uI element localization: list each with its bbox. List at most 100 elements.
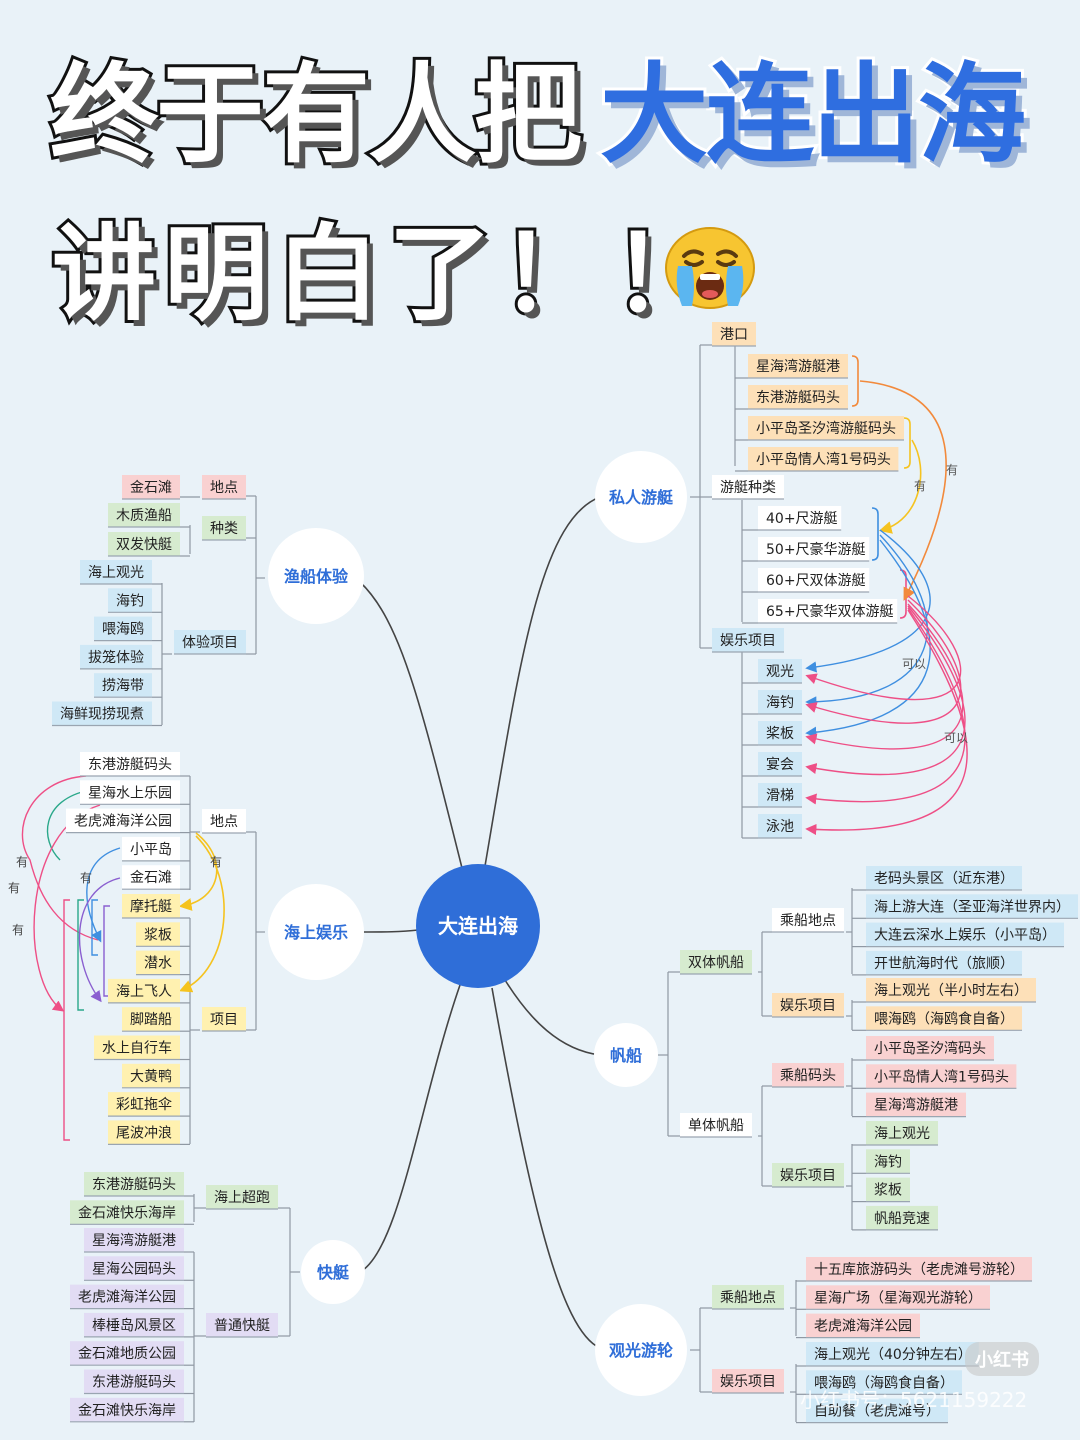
sail-mono-fun: 浆板 [866,1177,910,1203]
center-node: 大连出海 [416,864,540,988]
svg-text:娱乐项目: 娱乐项目 [780,998,836,1014]
svg-text:捞海带: 捞海带 [102,678,144,694]
fishing-item: 海钓 [108,588,152,613]
yacht-fun: 桨板 [758,721,802,746]
seafun-place: 星海水上乐园 [80,780,180,805]
svg-text:小平岛圣汐湾游艇码头: 小平岛圣汐湾游艇码头 [756,420,896,437]
seafun-arrow-label: 有 [16,855,28,869]
fishing-item: 海上观光 [80,560,152,585]
cruise-fun: 海上观光（40分钟左右） [806,1342,979,1367]
svg-text:乘船地点: 乘船地点 [780,913,836,929]
branch-speed: 快艇 [301,1240,365,1304]
svg-text:40+尺游艇: 40+尺游艇 [766,511,838,527]
yacht-port: 东港游艇码头 [748,385,848,410]
seafun-item: 摩托艇 [122,894,180,919]
svg-text:喂海鸥: 喂海鸥 [102,621,144,638]
fishing-item: 喂海鸥 [94,616,152,642]
svg-text:海上观光: 海上观光 [874,1126,930,1142]
fishing-item: 拔笼体验 [80,644,152,670]
svg-text:金石滩: 金石滩 [130,480,172,496]
svg-text:帆船竞速: 帆船竞速 [874,1210,930,1227]
fishing-item: 海鲜现捞现煮 [52,701,152,727]
svg-text:潜水: 潜水 [144,956,172,972]
seafun-item: 尾波冲浪 [108,1120,180,1146]
sail-mono-board: 小平岛圣汐湾码头 [866,1036,994,1061]
seafun-item-label: 项目 [202,1007,246,1032]
svg-text:东港游艇码头: 东港游艇码头 [92,1375,176,1391]
seafun-item: 脚踏船 [122,1007,180,1032]
svg-text:星海水上乐园: 星海水上乐园 [88,785,172,801]
svg-text:金石滩快乐海岸: 金石滩快乐海岸 [78,1403,176,1419]
cruise-board: 星海广场（星海观光游轮） [806,1285,990,1310]
branch-fishing: 渔船体验 [268,528,364,624]
seafun-place: 金石滩 [122,865,180,890]
yacht-fun: 泳池 [758,814,802,839]
svg-text:金石滩快乐海岸: 金石滩快乐海岸 [78,1205,176,1221]
yacht-type: 50+尺豪华游艇 [758,537,870,562]
sail-cat-fun-label: 娱乐项目 [772,993,844,1018]
svg-text:体验项目: 体验项目 [182,635,238,651]
svg-text:小平岛情人湾1号码头: 小平岛情人湾1号码头 [874,1068,1009,1085]
sail-mono-label: 单体帆船 [680,1113,752,1138]
svg-text:大连出海: 大连出海 [438,914,518,938]
svg-text:帆船: 帆船 [610,1046,642,1065]
seafun-item: 大黄鸭 [122,1063,180,1089]
fishing-item-label: 体验项目 [174,630,246,655]
svg-text:观光: 观光 [766,664,794,680]
svg-text:小平岛情人湾1号码头: 小平岛情人湾1号码头 [756,451,891,468]
speed-normal: 东港游艇码头 [84,1369,184,1395]
svg-text:泳池: 泳池 [766,819,794,835]
svg-text:老码头景区（近东港）: 老码头景区（近东港） [874,871,1014,887]
svg-text:拔笼体验: 拔笼体验 [88,649,144,666]
yacht-type: 60+尺双体游艇 [758,568,870,593]
svg-text:单体帆船: 单体帆船 [688,1118,744,1134]
sail-mono-fun: 海钓 [866,1149,910,1174]
svg-text:海鲜现捞现煮: 海鲜现捞现煮 [60,707,144,723]
svg-text:喂海鸥（海鸥食自备）: 喂海鸥（海鸥食自备） [874,1010,1014,1027]
speed-normal: 星海公园码头 [84,1256,184,1281]
seafun-item: 彩虹拖伞 [108,1092,180,1117]
svg-text:普通快艇: 普通快艇 [214,1318,270,1334]
svg-text:大黄鸭: 大黄鸭 [130,1068,172,1085]
svg-text:地点: 地点 [210,814,238,830]
fishing-kind: 木质渔船 [108,503,180,528]
svg-text:十五库旅游码头（老虎滩号游轮）: 十五库旅游码头（老虎滩号游轮） [814,1262,1024,1278]
sail-cat-board-label: 乘船地点 [772,908,844,933]
yacht-type: 65+尺豪华双体游艇 [758,599,898,624]
svg-text:水上自行车: 水上自行车 [102,1040,172,1057]
svg-text:地点: 地点 [210,480,238,496]
sail-cat-board: 开世航海时代（旅顺） [866,950,1022,976]
yacht-fun: 海钓 [758,690,802,715]
svg-text:海上飞人: 海上飞人 [116,984,172,1000]
fishing-kind: 双发快艇 [108,532,180,557]
svg-text:双发快艇: 双发快艇 [116,537,172,553]
svg-text:金石滩地质公园: 金石滩地质公园 [78,1346,176,1362]
svg-text:棒棰岛风景区: 棒棰岛风景区 [92,1318,176,1334]
svg-text:小平岛: 小平岛 [130,842,172,858]
fishing-place: 金石滩 [122,475,180,500]
seafun-item: 浆板 [136,922,180,947]
svg-text:娱乐项目: 娱乐项目 [720,633,776,649]
svg-text:港口: 港口 [720,327,748,343]
svg-text:尾波冲浪: 尾波冲浪 [116,1125,172,1141]
speed-normal: 星海湾游艇港 [84,1228,184,1253]
yacht-type-label: 游艇种类 [712,475,784,500]
svg-text:摩托艇: 摩托艇 [130,898,172,915]
svg-text:游艇种类: 游艇种类 [720,480,776,496]
seafun-arrow-label: 有 [210,855,222,869]
svg-text:浆板: 浆板 [144,927,172,943]
svg-text:星海广场（星海观光游轮）: 星海广场（星海观光游轮） [814,1290,982,1306]
fishing-kind-label: 种类 [202,516,246,541]
svg-text:老虎滩海洋公园: 老虎滩海洋公园 [78,1290,176,1306]
yacht-fun: 宴会 [758,752,802,777]
cruise-fun: 自助餐（老虎滩号） [806,1398,948,1424]
watermark-logo: 小红书 [965,1342,1039,1376]
page-title-line1-black: 终于有人把 [47,53,585,178]
sail-cat-label: 双体帆船 [680,950,752,975]
svg-text:桨板: 桨板 [766,725,794,742]
sail-cat-fun: 海上观光（半小时左右） [866,978,1036,1003]
svg-text:宴会: 宴会 [766,756,794,773]
cruise-board: 十五库旅游码头（老虎滩号游轮） [806,1257,1032,1282]
svg-text:乘船地点: 乘船地点 [720,1290,776,1306]
